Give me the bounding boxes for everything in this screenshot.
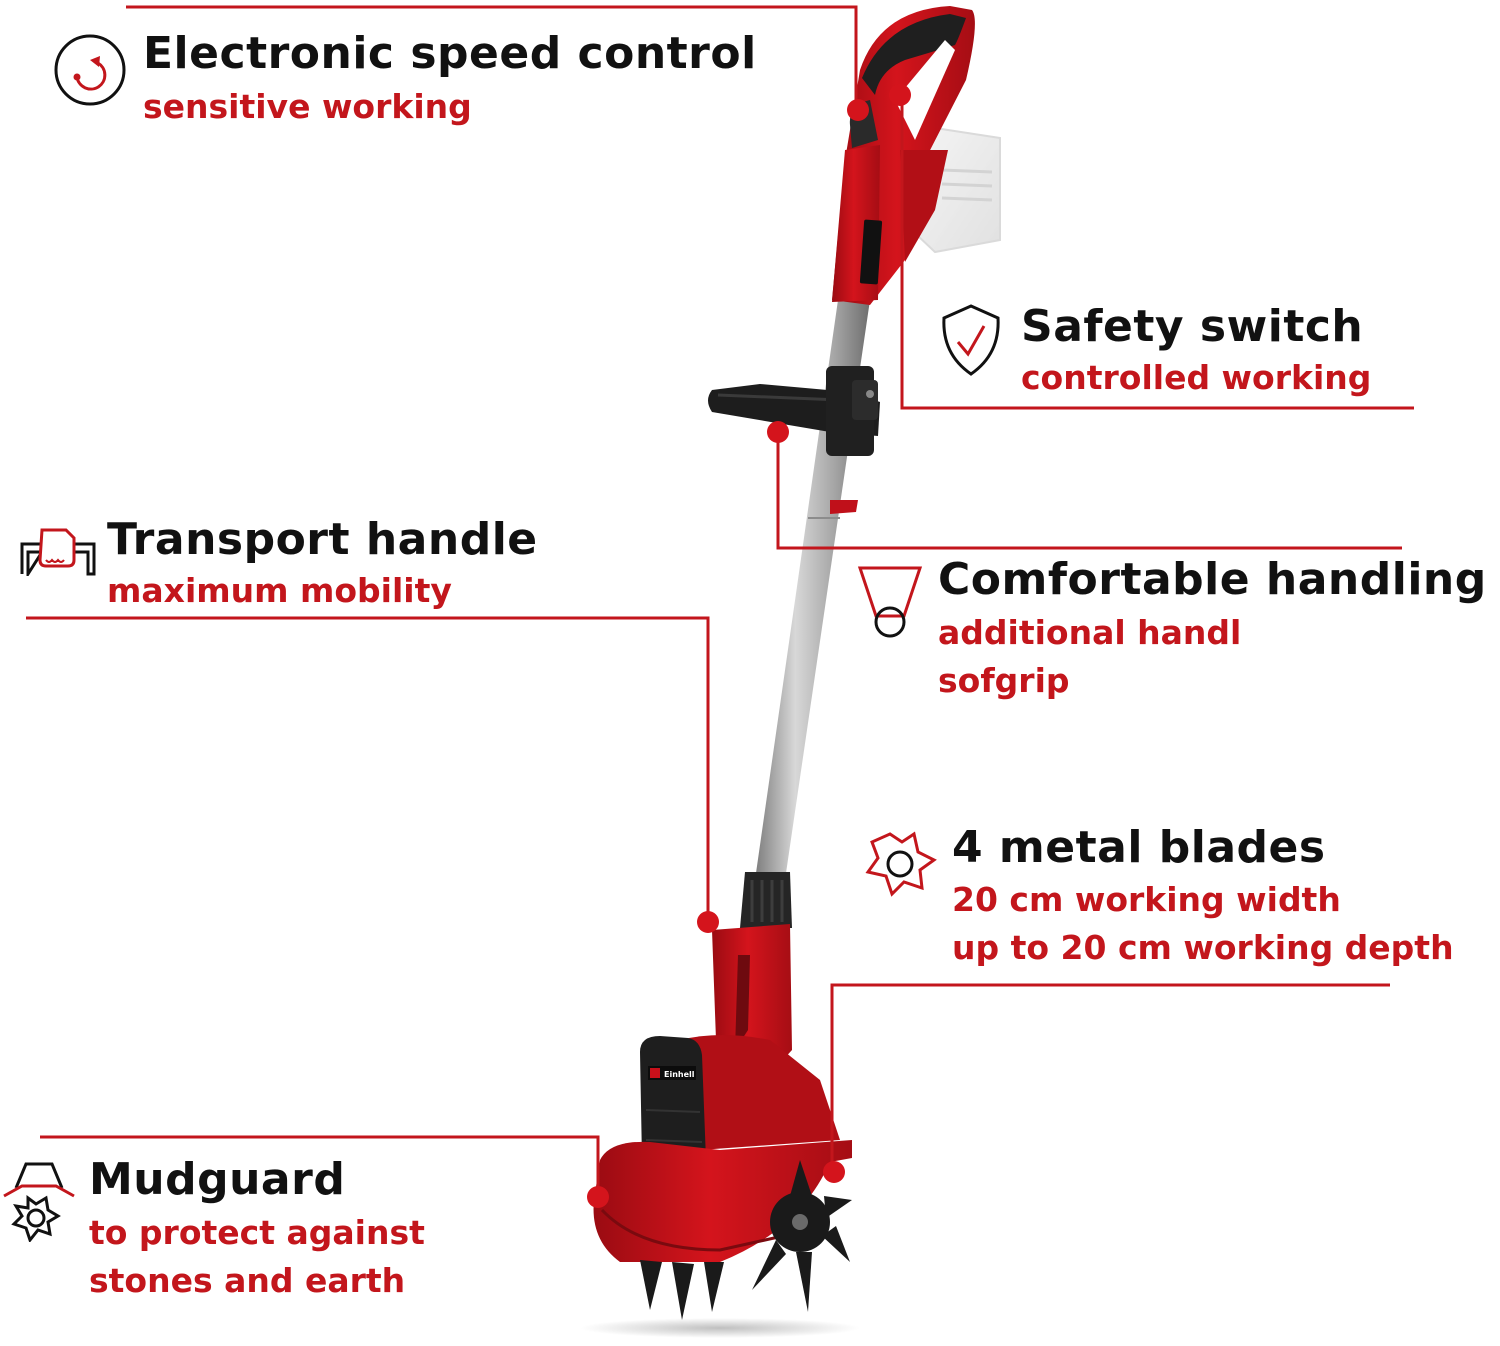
callout-dot-blades (823, 1161, 845, 1183)
feature-description: 20 cm working width (952, 880, 1341, 919)
feature-description: controlled working (1021, 358, 1372, 397)
feature-description: sofgrip (938, 661, 1070, 700)
mudguard-icon (3, 1162, 75, 1242)
feature-description: maximum mobility (107, 571, 452, 610)
feature-title: 4 metal blades (952, 822, 1326, 873)
feature-title: Mudguard (89, 1154, 346, 1205)
loop-handle-icon (857, 566, 923, 638)
tiller-blades (640, 1160, 852, 1320)
blade-star-icon (865, 831, 937, 897)
feature-title: Safety switch (1021, 301, 1364, 352)
feature-title: Comfortable handling (938, 554, 1487, 605)
feature-description: to protect against (89, 1213, 425, 1252)
tiller-body: Einhell (593, 924, 852, 1262)
auxiliary-handle (708, 366, 880, 456)
callout-dot-comfort (767, 421, 789, 443)
callout-dot-mudguard (587, 1186, 609, 1208)
hand-grip-icon (20, 528, 96, 576)
callout-dot-transport (697, 911, 719, 933)
callout-dot-speed (847, 99, 869, 121)
speed-control-icon (54, 34, 126, 106)
svg-text:Einhell: Einhell (664, 1070, 695, 1079)
feature-title: Transport handle (107, 514, 538, 565)
feature-description: sensitive working (143, 87, 472, 126)
feature-title: Electronic speed control (143, 28, 757, 79)
feature-description: stones and earth (89, 1261, 406, 1300)
callout-dot-safety (889, 84, 911, 106)
feature-description: additional handl (938, 613, 1242, 652)
shield-check-icon (942, 304, 1000, 376)
feature-description: up to 20 cm working depth (952, 928, 1454, 967)
